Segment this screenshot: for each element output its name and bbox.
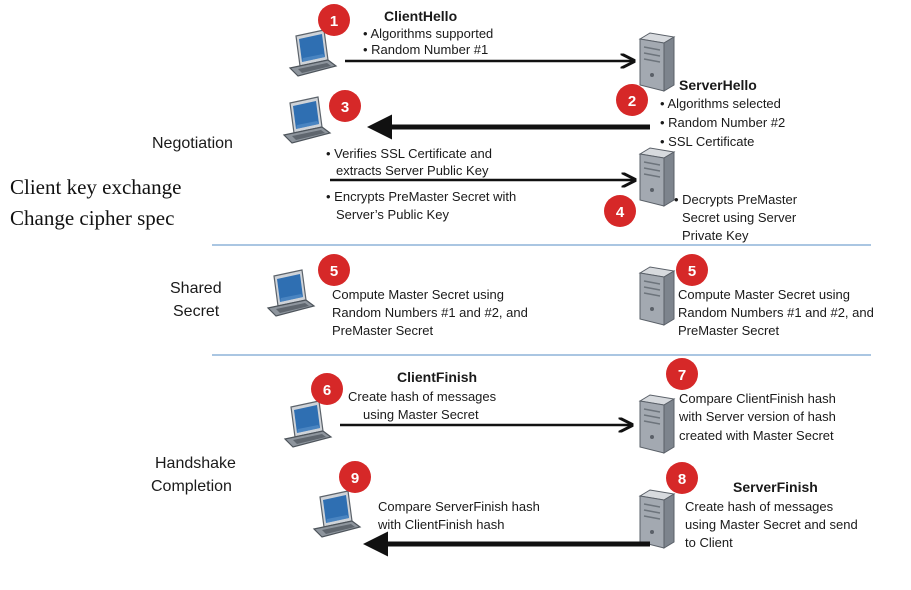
step3-text: Server’s Public Key — [336, 207, 449, 222]
step-badge-2: 2 — [616, 84, 648, 116]
client-laptop-icon — [289, 29, 337, 77]
svg-text:6: 6 — [323, 382, 331, 399]
step8-text: to Client — [685, 535, 733, 550]
section-label-negotiation: Negotiation — [152, 135, 233, 152]
client-laptop-icon — [267, 269, 315, 317]
step6-text: using Master Secret — [363, 407, 479, 422]
svg-text:2: 2 — [628, 93, 636, 110]
step6-title: ClientFinish — [397, 369, 477, 385]
step8-text: using Master Secret and send — [685, 517, 858, 532]
step2-title: ServerHello — [679, 77, 757, 93]
step8-title: ServerFinish — [733, 479, 818, 495]
step7-text: created with Master Secret — [679, 428, 834, 443]
step9-text: Compare ServerFinish hash — [378, 499, 540, 514]
step9-text: with ClientFinish hash — [377, 517, 504, 532]
server-icon — [639, 394, 675, 454]
step-badge-3: 3 — [329, 90, 361, 122]
step-badge-1: 1 — [318, 4, 350, 36]
svg-text:1: 1 — [330, 13, 338, 30]
svg-text:4: 4 — [616, 204, 625, 221]
section-label-shared-line1: Shared — [170, 280, 222, 297]
step4-text: • Decrypts PreMaster — [674, 192, 798, 207]
svg-text:9: 9 — [351, 470, 359, 487]
svg-text:5: 5 — [330, 263, 338, 280]
section-label-shared-line2: Secret — [173, 303, 220, 320]
step1-bullet: • Algorithms supported — [363, 26, 493, 41]
server-icon — [639, 147, 675, 207]
svg-text:3: 3 — [341, 99, 349, 116]
step5-server-text: Random Numbers #1 and #2, and — [678, 305, 874, 320]
server-icon — [639, 489, 675, 549]
server-icon — [639, 266, 675, 326]
svg-text:8: 8 — [678, 471, 686, 488]
step6-text: Create hash of messages — [348, 389, 497, 404]
step7-text: with Server version of hash — [678, 409, 836, 424]
step4-text: Secret using Server — [682, 210, 797, 225]
step2-bullet: • Algorithms selected — [660, 96, 781, 111]
step4-text: Private Key — [682, 228, 749, 243]
section-label-completion-line2: Completion — [151, 478, 232, 495]
step1-title: ClientHello — [384, 8, 457, 24]
step-badge-4: 4 — [604, 195, 636, 227]
client-laptop-icon — [284, 400, 332, 448]
svg-text:5: 5 — [688, 263, 696, 280]
step2-bullet: • Random Number #2 — [660, 115, 785, 130]
step5-client-text: PreMaster Secret — [332, 323, 434, 338]
step3-text: • Verifies SSL Certificate and — [326, 146, 492, 161]
step1-bullet: • Random Number #1 — [363, 42, 488, 57]
client-laptop-icon — [283, 96, 331, 144]
step3-text: extracts Server Public Key — [336, 163, 489, 178]
step-badge-7: 7 — [666, 358, 698, 390]
section-label-completion-line1: Handshake — [155, 455, 236, 472]
server-icon — [639, 32, 675, 92]
step2-bullet: • SSL Certificate — [660, 134, 754, 149]
step5-client-text: Random Numbers #1 and #2, and — [332, 305, 528, 320]
step-badge-5: 5 — [318, 254, 350, 286]
step5-client-text: Compute Master Secret using — [332, 287, 504, 302]
overlay-note-change-cipher-spec: Change cipher spec — [10, 206, 174, 230]
step7-text: Compare ClientFinish hash — [679, 391, 836, 406]
step-badge-6: 6 — [311, 373, 343, 405]
svg-text:7: 7 — [678, 367, 686, 384]
step8-text: Create hash of messages — [685, 499, 834, 514]
step-badge-9: 9 — [339, 461, 371, 493]
overlay-note-client-key-exchange: Client key exchange — [10, 175, 181, 199]
step-badge-8: 8 — [666, 462, 698, 494]
step5-server-text: PreMaster Secret — [678, 323, 780, 338]
step5-server-text: Compute Master Secret using — [678, 287, 850, 302]
client-laptop-icon — [313, 490, 361, 538]
step3-text: • Encrypts PreMaster Secret with — [326, 189, 516, 204]
step-badge-5: 5 — [676, 254, 708, 286]
